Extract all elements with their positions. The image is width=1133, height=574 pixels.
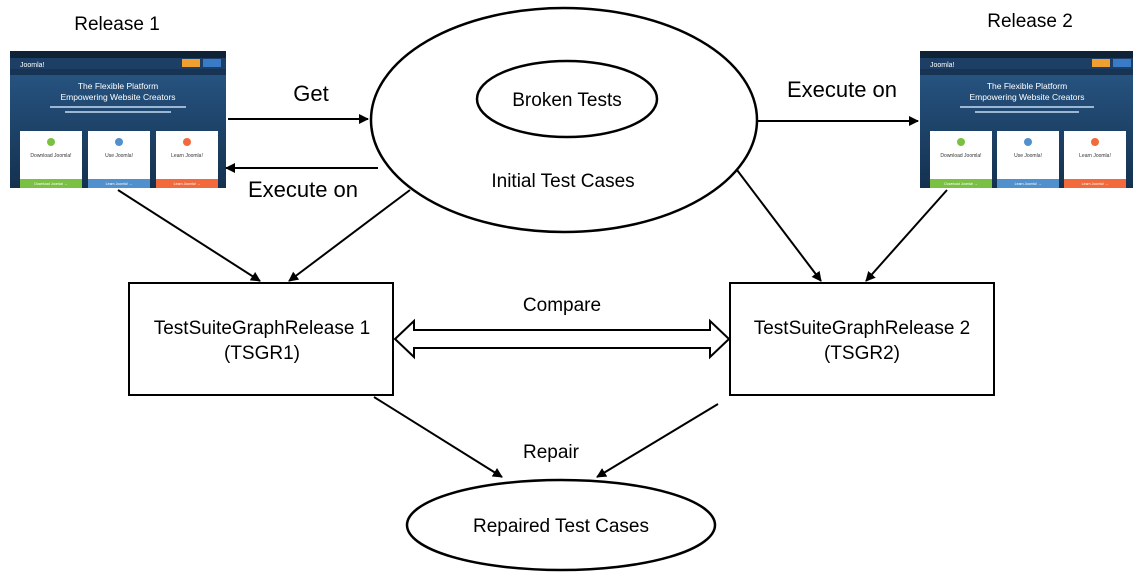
compare-label: Compare xyxy=(523,295,601,316)
tsgr2-label-line2: (TSGR2) xyxy=(824,343,900,364)
svg-text:Download Joomla! →: Download Joomla! → xyxy=(34,182,67,186)
tsgr2-node: TestSuiteGraphRelease 2 (TSGR2) xyxy=(729,282,995,396)
initial-test-cases-label: Initial Test Cases xyxy=(491,171,634,192)
svg-text:Learn Joomla!: Learn Joomla! xyxy=(1079,153,1111,159)
tsgr2-to-repaired-arrow xyxy=(596,403,719,478)
execute-on-left-label: Execute on xyxy=(248,177,358,202)
release1-to-tsgr1-arrow xyxy=(117,189,261,282)
svg-text:Use Joomla!: Use Joomla! xyxy=(1014,153,1042,159)
release-1-headline-1: The Flexible Platform xyxy=(78,81,158,91)
get-label: Get xyxy=(293,81,328,106)
initial-to-tsgr1-arrow xyxy=(288,189,411,282)
svg-text:Use Joomla!: Use Joomla! xyxy=(105,153,133,159)
svg-text:Learn Joomla! →: Learn Joomla! → xyxy=(1015,182,1042,186)
svg-text:Download Joomla!: Download Joomla! xyxy=(30,153,71,159)
repaired-test-cases-label: Repaired Test Cases xyxy=(473,516,649,537)
release-2-headline-2: Empowering Website Creators xyxy=(969,92,1084,102)
release-2-headline-1: The Flexible Platform xyxy=(987,81,1067,91)
tsgr1-label-line1: TestSuiteGraphRelease 1 xyxy=(154,318,371,339)
release-2-title: Release 2 xyxy=(987,11,1073,32)
release-1-headline-2: Empowering Website Creators xyxy=(60,92,175,102)
execute-on-right-label: Execute on xyxy=(787,77,897,102)
release-2-group: Release 2 Joomla! The Flexible Platform … xyxy=(920,11,1133,188)
svg-text:Learn Joomla! →: Learn Joomla! → xyxy=(174,182,201,186)
release-2-card-2: Use Joomla! Learn Joomla! → xyxy=(997,131,1059,188)
release-2-brand: Joomla! xyxy=(930,62,955,69)
release-2-card-1: Download Joomla! Download Joomla! → xyxy=(930,131,992,188)
svg-text:Learn Joomla! →: Learn Joomla! → xyxy=(1082,182,1109,186)
release-1-card-1: Download Joomla! Download Joomla! → xyxy=(20,131,82,188)
svg-text:Learn Joomla!: Learn Joomla! xyxy=(171,153,203,159)
release-1-card-2: Use Joomla! Learn Joomla! → xyxy=(88,131,150,188)
compare-arrow xyxy=(393,318,731,360)
svg-text:Download Joomla! →: Download Joomla! → xyxy=(944,182,977,186)
repair-label: Repair xyxy=(523,442,580,463)
tsgr1-to-repaired-arrow xyxy=(373,396,503,478)
tsgr1-label-line2: (TSGR1) xyxy=(224,343,300,364)
release-1-group: Release 1 Joomla! The Flexible Platform … xyxy=(10,14,226,188)
release-2-card-3: Learn Joomla! Learn Joomla! → xyxy=(1064,131,1126,188)
broken-tests-node: Broken Tests xyxy=(475,59,659,139)
initial-to-tsgr2-arrow xyxy=(736,169,822,282)
svg-text:Download Joomla!: Download Joomla! xyxy=(940,153,981,159)
tsgr2-label-line1: TestSuiteGraphRelease 2 xyxy=(754,318,971,339)
release-1-brand: Joomla! xyxy=(20,62,45,69)
release-1-screenshot: Joomla! The Flexible Platform Empowering… xyxy=(10,51,226,188)
release-2-screenshot: Joomla! The Flexible Platform Empowering… xyxy=(920,51,1133,188)
release2-to-tsgr2-arrow xyxy=(865,189,948,282)
release-1-card-3: Learn Joomla! Learn Joomla! → xyxy=(156,131,218,188)
svg-text:Learn Joomla! →: Learn Joomla! → xyxy=(106,182,133,186)
tsgr1-node: TestSuiteGraphRelease 1 (TSGR1) xyxy=(128,282,394,396)
repaired-test-cases-node: Repaired Test Cases xyxy=(405,478,717,572)
release-1-title: Release 1 xyxy=(74,14,160,35)
broken-tests-label: Broken Tests xyxy=(512,90,621,111)
